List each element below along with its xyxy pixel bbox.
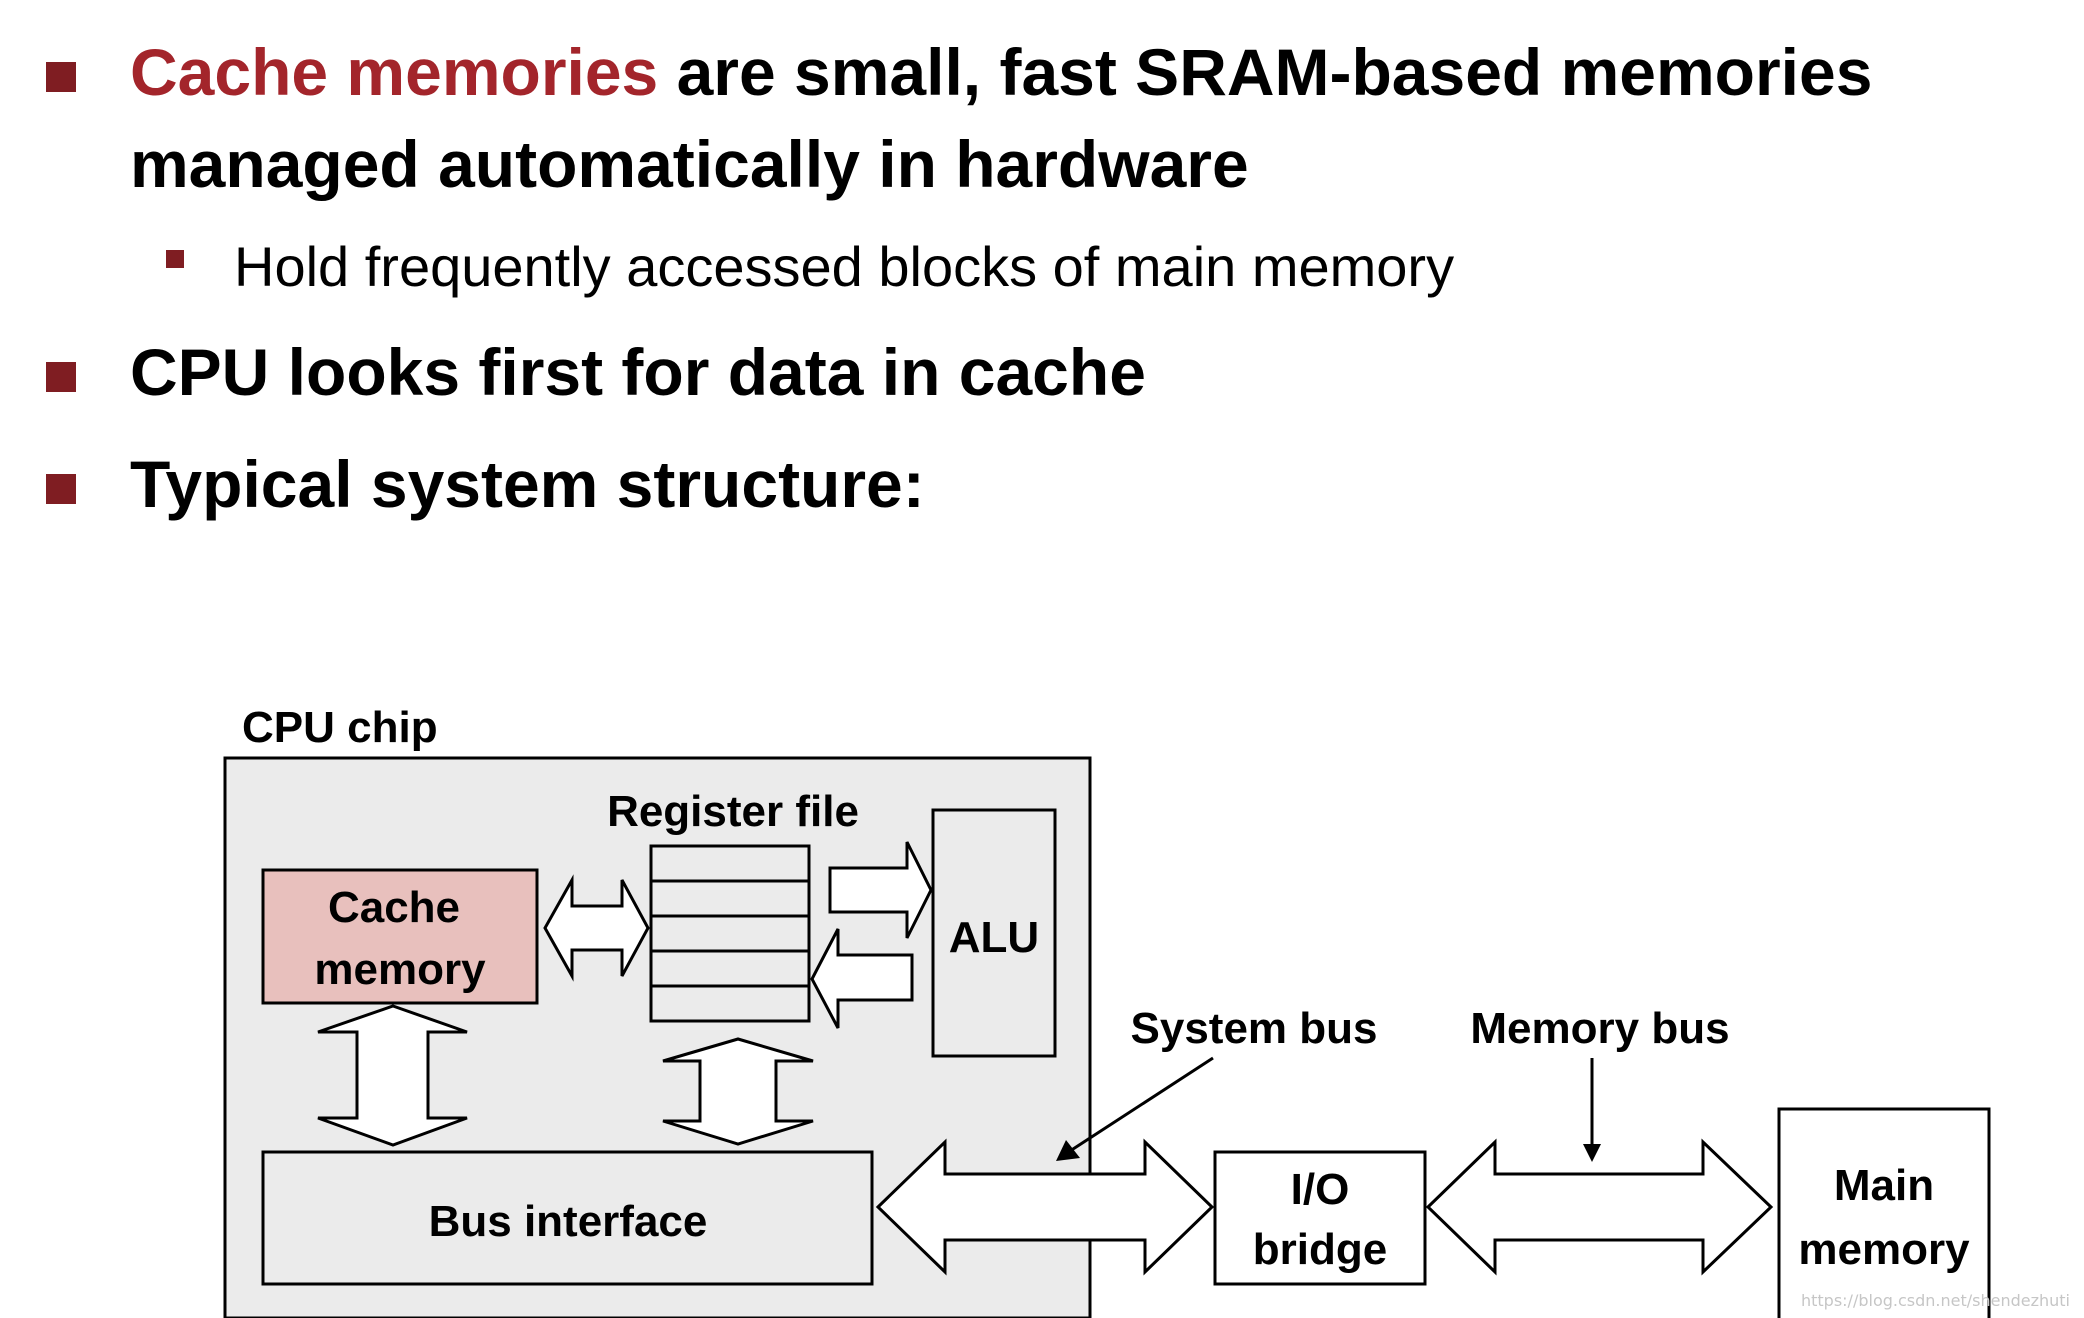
- bullet-2: CPU looks first for data in cache: [130, 335, 1146, 409]
- bullet-1-text: are small, fast SRAM-based memories: [658, 35, 1873, 109]
- alu-box: [931, 808, 1057, 1058]
- memory-bus-pointer-head: [1583, 1144, 1601, 1162]
- memory-bus-label: Memory bus: [1470, 1004, 1729, 1053]
- io-bridge-box: [1213, 1150, 1427, 1286]
- system-bus-arrow: [875, 1138, 1215, 1276]
- io-bridge-label-2: bridge: [1253, 1225, 1387, 1274]
- bus-interface-box: [261, 1150, 874, 1286]
- register-bus-arrow: [662, 1037, 814, 1146]
- cache-register-arrow: [543, 874, 650, 982]
- watermark: https://blog.csdn.net/shendezhuti: [1800, 1291, 2070, 1310]
- register-to-alu-arrow: [828, 841, 933, 939]
- memory-bus-arrow: [1425, 1138, 1774, 1276]
- bus-interface-label: Bus interface: [429, 1197, 708, 1246]
- alu-to-register-arrow: [810, 928, 914, 1029]
- bullet-3: Typical system structure:: [130, 447, 925, 521]
- sub-bullet-1: Hold frequently accessed blocks of main …: [234, 235, 1455, 298]
- alu-label: ALU: [949, 913, 1039, 962]
- cache-memory-label-1: Cache: [328, 883, 460, 932]
- bullet-square: [46, 362, 76, 392]
- bullet-1-line-2: managed automatically in hardware: [130, 127, 1249, 201]
- bullet-square: [46, 62, 76, 92]
- main-memory-label-1: Main: [1834, 1161, 1934, 1210]
- cache-bus-arrow: [317, 1004, 468, 1147]
- bullet-square: [46, 474, 76, 504]
- main-memory-label-2: memory: [1798, 1225, 1970, 1274]
- system-bus-pointer-head: [1056, 1140, 1080, 1161]
- cache-memory-box: [261, 868, 539, 1005]
- register-file: [649, 844, 811, 1023]
- main-memory-box: [1777, 1107, 1991, 1318]
- sub-bullet-square: [166, 250, 184, 268]
- register-file-label: Register file: [607, 787, 859, 836]
- bullet-1-highlight: Cache memories: [130, 35, 659, 109]
- cpu-chip-label: CPU chip: [242, 703, 438, 752]
- system-bus-pointer: [1069, 1056, 1214, 1153]
- io-bridge-label-1: I/O: [1291, 1165, 1350, 1214]
- system-bus-label: System bus: [1131, 1004, 1378, 1053]
- cache-memory-label-2: memory: [314, 945, 486, 994]
- bullet-1-line-1: Cache memories are small, fast SRAM-base…: [130, 26, 1872, 118]
